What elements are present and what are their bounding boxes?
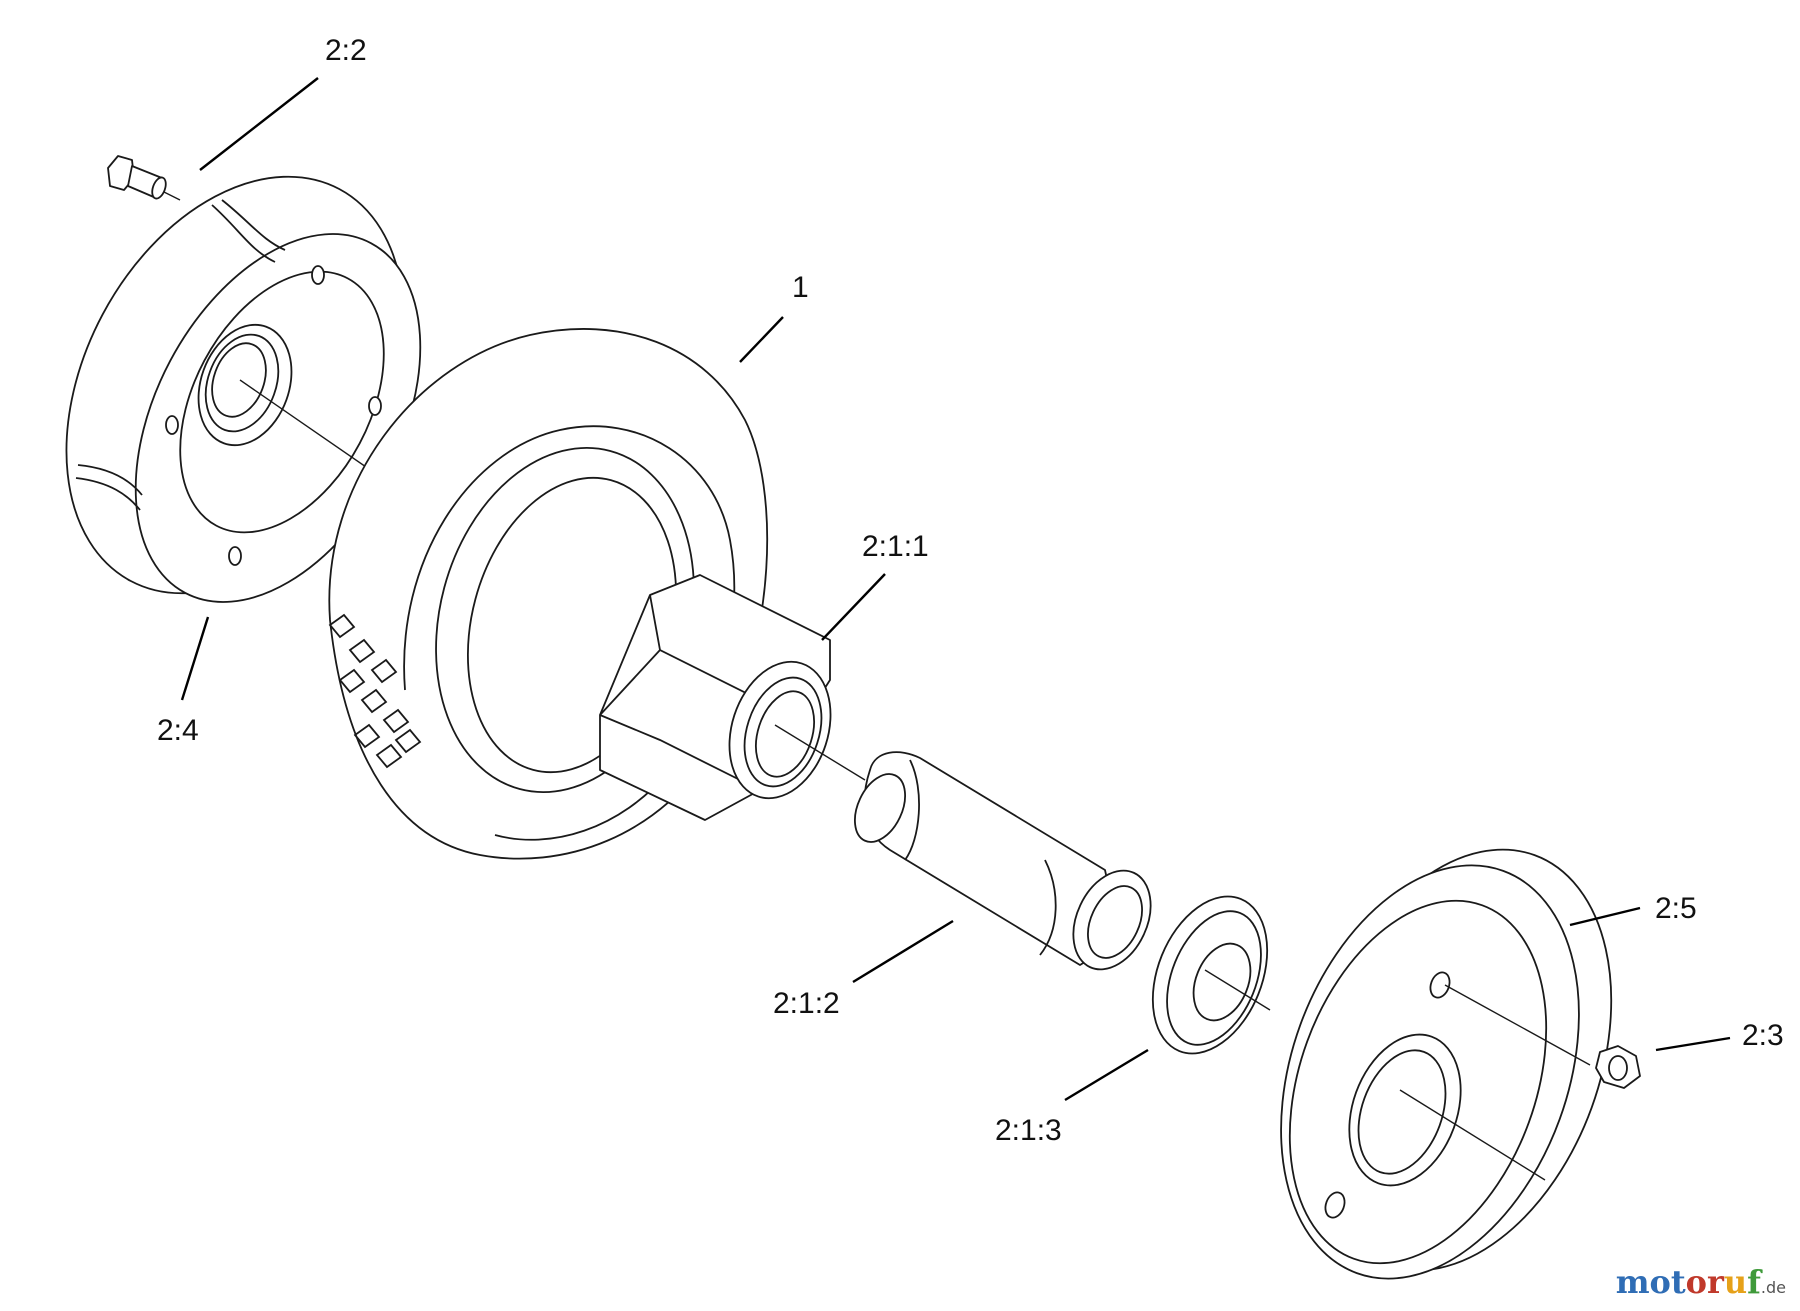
watermark-part-4: f: [1747, 1263, 1761, 1301]
axle-bushing: [854, 751, 1152, 971]
right-hub-half: [1280, 848, 1613, 1280]
callout-2-5: 2:5: [1655, 892, 1697, 925]
leader-1: [739, 316, 784, 363]
callout-2-1-2: 2:1:2: [773, 987, 840, 1020]
watermark-part-3: u: [1723, 1263, 1748, 1301]
hub-core: [599, 574, 866, 821]
callout-1: 1: [792, 271, 809, 304]
callout-2-1-1: 2:1:1: [862, 530, 929, 563]
callout-2-4: 2:4: [157, 714, 199, 747]
leader-2-2: [199, 77, 319, 171]
leader-2-3: [1655, 1036, 1731, 1052]
leader-2-4: [180, 616, 210, 701]
leader-2-1-1: [821, 573, 886, 641]
watermark-tld: .de: [1760, 1278, 1786, 1297]
leader-2-1-3: [1064, 1048, 1149, 1102]
watermark-part-1: mot: [1615, 1263, 1686, 1301]
callout-2-3: 2:3: [1742, 1019, 1784, 1052]
bolt: [107, 155, 181, 201]
leader-2-1-2: [852, 919, 954, 984]
leader-2-5: [1569, 906, 1641, 927]
callout-2-1-3: 2:1:3: [995, 1114, 1062, 1147]
motoruf-watermark: motoruf.de: [1616, 1263, 1786, 1301]
nut: [1595, 1045, 1641, 1089]
washer: [1151, 895, 1271, 1055]
callout-2-2: 2:2: [325, 34, 367, 67]
watermark-part-2: or: [1685, 1263, 1724, 1301]
